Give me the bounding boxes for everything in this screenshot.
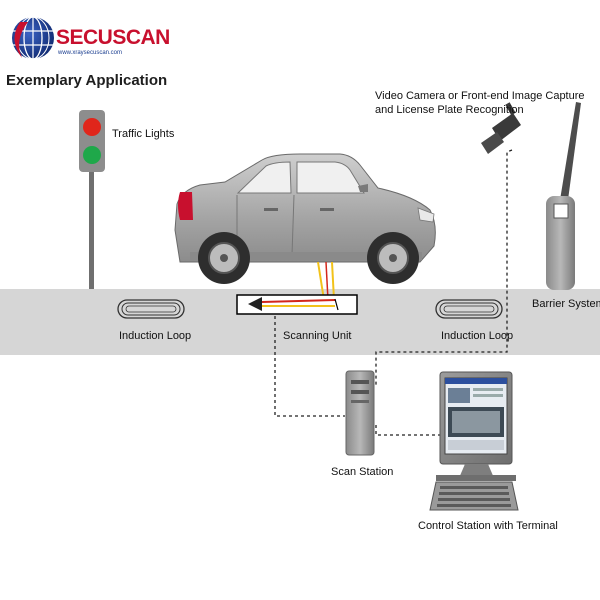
camera-label-line2: and License Plate Recognition [375,104,524,116]
camera-icon [481,102,521,154]
traffic-lights-label: Traffic Lights [112,128,175,140]
page-title: Exemplary Application [6,72,168,89]
keyboard-icon [429,481,519,511]
dashed-connections [274,149,513,436]
logo-url-text: www.xraysecuscan.com [58,50,123,56]
induction-loop-right-icon [435,299,503,319]
barrier-gate-icon [546,102,581,290]
camera-label-line1: Video Camera or Front-end Image Capture [375,90,585,102]
barrier-system-label: Barrier System [532,298,600,310]
scan-station-label: Scan Station [331,466,394,478]
control-station-monitor-icon [436,371,516,481]
logo-globe-icon [12,16,54,60]
control-station-label: Control Station with Terminal [418,520,558,532]
scanning-unit-icon [236,294,358,315]
scan-station-icon [345,370,375,456]
induction-loop-left-icon [117,299,185,319]
scanning-unit-label: Scanning Unit [283,330,352,342]
induction-loop-left-label: Induction Loop [119,330,192,342]
car-icon [174,153,436,284]
induction-loop-right-label: Induction Loop [441,330,514,342]
logo-brand-text: SECUSCAN [56,26,170,49]
scan-beam [317,261,335,301]
traffic-light-icon [79,110,105,289]
